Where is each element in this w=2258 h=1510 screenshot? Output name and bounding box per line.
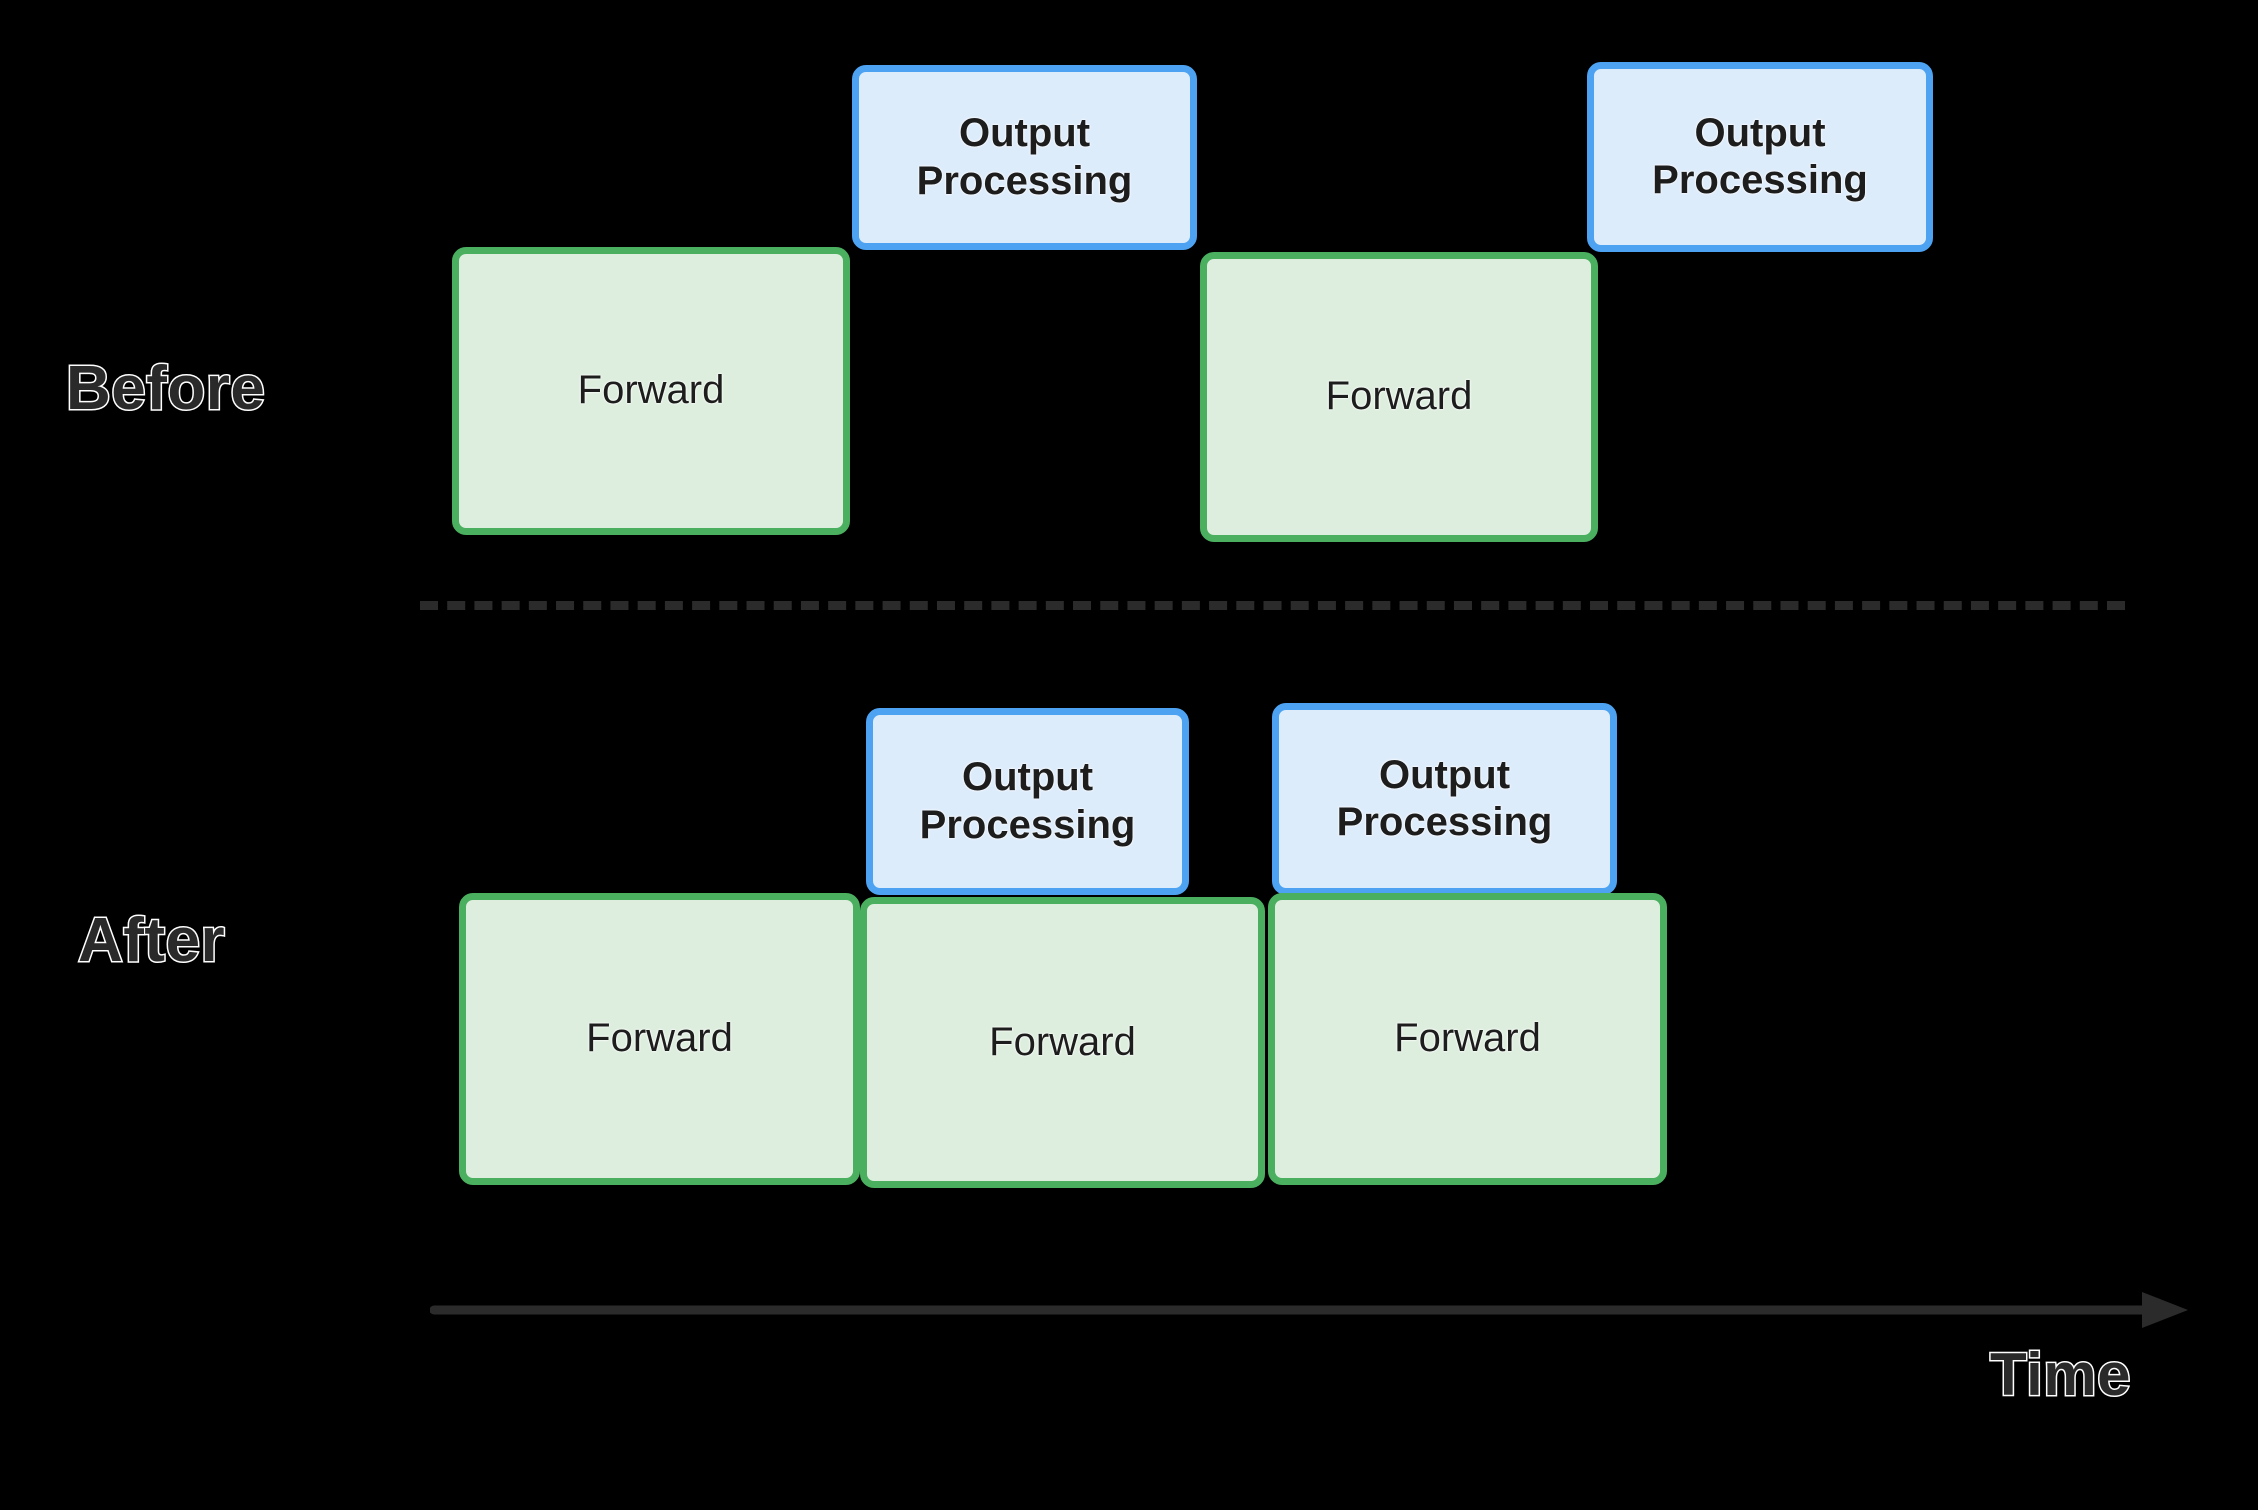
before-forward-block-2-label: Forward <box>1325 374 1473 419</box>
after-output-processing-block-2-label: Output Processing <box>1331 752 1559 846</box>
section-divider <box>420 601 2125 610</box>
time-axis-arrowhead <box>2142 1292 2188 1328</box>
time-axis-arrow <box>430 1292 2188 1328</box>
after-output-processing-block-2-line2: Processing <box>1336 800 1553 844</box>
row-label-after: After <box>76 906 226 975</box>
before-output-processing-block-1-label: Output Processing <box>911 110 1139 204</box>
after-forward-block-3: Forward <box>1268 893 1667 1185</box>
after-output-processing-block-2: Output Processing <box>1272 703 1617 895</box>
after-output-processing-block-1-line1: Output <box>961 755 1094 800</box>
after-output-processing-block-1-label: Output Processing <box>914 754 1142 848</box>
time-axis-label: Time <box>1989 1341 2132 1408</box>
before-output-processing-block-2: Output Processing <box>1587 62 1933 252</box>
before-output-processing-block-1: Output Processing <box>852 65 1197 250</box>
after-forward-block-1-label: Forward <box>586 1016 733 1061</box>
before-output-processing-block-2-line2: Processing <box>1652 158 1868 202</box>
before-output-processing-block-1-line2: Processing <box>916 158 1133 203</box>
after-output-processing-block-1-line2: Processing <box>919 802 1136 847</box>
after-output-processing-block-2-line1: Output <box>1378 752 1511 797</box>
before-forward-block-1-label: Forward <box>577 368 725 413</box>
after-output-processing-block-1: Output Processing <box>866 708 1189 895</box>
after-forward-block-2-label: Forward <box>989 1019 1136 1064</box>
before-output-processing-block-1-line1: Output <box>958 111 1091 156</box>
after-forward-block-2: Forward <box>860 897 1265 1188</box>
after-forward-block-1: Forward <box>459 893 860 1185</box>
before-output-processing-block-2-line1: Output <box>1694 110 1826 155</box>
after-forward-block-3-label: Forward <box>1394 1016 1541 1061</box>
before-output-processing-block-2-label: Output Processing <box>1646 110 1874 204</box>
before-forward-block-2: Forward <box>1200 252 1598 542</box>
before-forward-block-1: Forward <box>452 247 850 535</box>
row-label-before: Before <box>64 354 266 423</box>
